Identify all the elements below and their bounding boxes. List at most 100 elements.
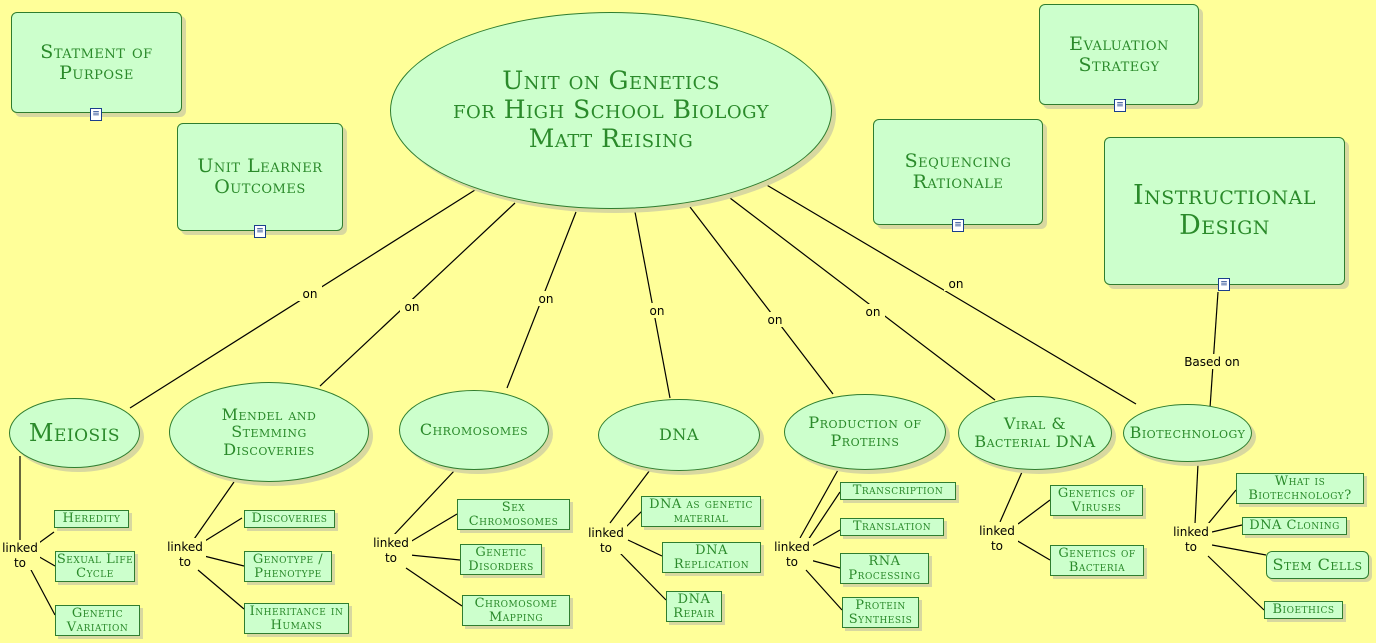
- link-label-on-mendel: on: [405, 300, 420, 314]
- link-label-to-meiosis: to: [14, 556, 26, 570]
- leaf-dna-repair[interactable]: DNA Repair: [666, 591, 722, 622]
- leaf-dna-as-genetic-material-label: DNA as genetic material: [649, 496, 753, 526]
- leaf-bioethics-label: Bioethics: [1272, 602, 1335, 618]
- leaf-inheritance-in-humans-label: Inheritance in Humans: [249, 603, 344, 633]
- link-label-linked-meiosis: linked: [2, 541, 38, 555]
- leaf-dna-replication[interactable]: DNA Replication: [662, 542, 761, 573]
- leaf-dna-repair-label: DNA Repair: [673, 591, 715, 621]
- topic-mendel-label: Mendel and Stemming Discoveries: [221, 404, 317, 459]
- link-label-to-dna: to: [600, 541, 612, 555]
- leaf-translation-label: Translation: [852, 519, 932, 535]
- evaluation-strategy-label: Evaluation Strategy: [1069, 32, 1169, 76]
- link-label-to-mendel: to: [179, 555, 191, 569]
- topic-biotechnology[interactable]: Biotechnology: [1123, 404, 1252, 462]
- leaf-genetic-variation-label: Genetic Variation: [66, 605, 129, 635]
- leaf-discoveries[interactable]: Discoveries: [244, 510, 335, 528]
- leaf-sex-chromosomes-label: Sex Chromosomes: [468, 499, 559, 529]
- leaf-chromosome-mapping[interactable]: Chromosome Mapping: [462, 595, 570, 626]
- leaf-heredity[interactable]: Heredity: [54, 510, 129, 528]
- sequencing-rationale-label: Sequencing Rationale: [904, 150, 1012, 193]
- leaf-genetics-of-viruses-label: Genetics of Viruses: [1057, 485, 1136, 515]
- link-label-to-biotech: to: [1185, 540, 1197, 554]
- unit-learner-outcomes-label: Unit Learner Outcomes: [197, 155, 323, 198]
- document-icon[interactable]: ≡: [952, 219, 964, 232]
- instructional-design-node[interactable]: Instructional Design: [1104, 137, 1345, 285]
- link-label-linked-viral: linked: [979, 524, 1015, 538]
- document-icon[interactable]: ≡: [90, 108, 102, 121]
- link-label-based-on: Based on: [1184, 355, 1240, 369]
- link-label-on-dna: on: [650, 304, 665, 318]
- leaf-genetic-disorders[interactable]: Genetic Disorders: [460, 544, 542, 575]
- document-icon[interactable]: ≡: [254, 225, 266, 238]
- leaf-protein-synthesis-label: Protein Synthesis: [848, 597, 913, 627]
- leaf-genetics-of-bacteria[interactable]: Genetics of Bacteria: [1050, 545, 1144, 576]
- main-title-node[interactable]: Unit on Genetics for High School Biology…: [390, 12, 832, 209]
- link-label-on-production: on: [768, 313, 783, 327]
- topic-biotechnology-label: Biotechnology: [1129, 423, 1246, 443]
- link-label-linked-dna: linked: [588, 526, 624, 540]
- leaf-inheritance-in-humans[interactable]: Inheritance in Humans: [244, 603, 349, 634]
- topic-viral-label: Viral & Bacterial DNA: [974, 414, 1096, 451]
- topic-dna[interactable]: DNA: [598, 399, 760, 471]
- leaf-bioethics[interactable]: Bioethics: [1264, 601, 1343, 619]
- leaf-transcription-label: Transcription: [852, 483, 944, 499]
- topic-production-label: Production of Proteins: [808, 413, 922, 450]
- leaf-what-is-biotechnology-label: What is Biotechnology?: [1248, 473, 1352, 503]
- statement-of-purpose-node[interactable]: Statment of Purpose: [11, 12, 182, 113]
- leaf-genotype-phenotype-label: Genotype / Phenotype: [252, 551, 324, 581]
- document-icon[interactable]: ≡: [1218, 278, 1230, 291]
- statement-of-purpose-label: Statment of Purpose: [40, 40, 153, 84]
- link-label-linked-mendel: linked: [167, 540, 203, 554]
- leaf-dna-cloning[interactable]: DNA Cloning: [1242, 517, 1347, 535]
- topic-chromosomes-label: Chromosomes: [419, 420, 529, 440]
- link-label-linked-production: linked: [774, 540, 810, 554]
- link-label-on-meiosis: on: [303, 287, 318, 301]
- link-label-on-chromosomes: on: [539, 292, 554, 306]
- link-label-linked-biotech: linked: [1173, 525, 1209, 539]
- leaf-genetic-variation[interactable]: Genetic Variation: [55, 605, 140, 636]
- evaluation-strategy-node[interactable]: Evaluation Strategy: [1039, 4, 1199, 105]
- leaf-rna-processing[interactable]: RNA Processing: [840, 553, 929, 584]
- title-line-2: for High School Biology: [452, 95, 770, 125]
- leaf-dna-replication-label: DNA Replication: [673, 542, 750, 572]
- leaf-genetics-of-bacteria-label: Genetics of Bacteria: [1058, 545, 1136, 575]
- topic-production[interactable]: Production of Proteins: [784, 394, 946, 470]
- link-label-to-production: to: [786, 555, 798, 569]
- leaf-genetics-of-viruses[interactable]: Genetics of Viruses: [1050, 485, 1143, 516]
- leaf-discoveries-label: Discoveries: [251, 511, 328, 527]
- leaf-dna-cloning-label: DNA Cloning: [1249, 518, 1340, 534]
- leaf-stem-cells-label: Stem Cells: [1272, 554, 1363, 574]
- topic-chromosomes[interactable]: Chromosomes: [399, 390, 549, 470]
- leaf-heredity-label: Heredity: [62, 511, 121, 527]
- link-label-on-viral: on: [866, 305, 881, 319]
- topic-dna-label: DNA: [659, 425, 699, 445]
- unit-learner-outcomes-node[interactable]: Unit Learner Outcomes: [177, 123, 343, 231]
- leaf-rna-processing-label: RNA Processing: [848, 553, 921, 583]
- leaf-sexual-life-cycle[interactable]: Sexual Life Cycle: [55, 551, 135, 582]
- sequencing-rationale-node[interactable]: Sequencing Rationale: [873, 119, 1043, 225]
- leaf-chromosome-mapping-label: Chromosome Mapping: [474, 595, 558, 625]
- leaf-sexual-life-cycle-label: Sexual Life Cycle: [56, 551, 134, 581]
- document-icon[interactable]: ≡: [1114, 99, 1126, 112]
- link-label-to-viral: to: [991, 539, 1003, 553]
- leaf-transcription[interactable]: Transcription: [840, 482, 956, 500]
- leaf-genetic-disorders-label: Genetic Disorders: [468, 544, 534, 574]
- leaf-sex-chromosomes[interactable]: Sex Chromosomes: [457, 499, 570, 530]
- title-line-3: Matt Reising: [528, 123, 694, 153]
- instructional-design-label: Instructional Design: [1132, 180, 1317, 241]
- link-label-on-biotech: on: [949, 277, 964, 291]
- link-label-linked-chromosomes: linked: [373, 536, 409, 550]
- leaf-translation[interactable]: Translation: [840, 518, 944, 536]
- topic-viral[interactable]: Viral & Bacterial DNA: [958, 396, 1112, 470]
- leaf-protein-synthesis[interactable]: Protein Synthesis: [842, 597, 919, 628]
- topic-mendel[interactable]: Mendel and Stemming Discoveries: [169, 382, 369, 482]
- topic-meiosis[interactable]: Meiosis: [9, 398, 140, 468]
- leaf-genotype-phenotype[interactable]: Genotype / Phenotype: [244, 551, 332, 582]
- leaf-stem-cells[interactable]: Stem Cells: [1266, 551, 1369, 579]
- topic-meiosis-label: Meiosis: [28, 418, 121, 447]
- link-label-to-chromosomes: to: [385, 551, 397, 565]
- title-line-1: Unit on Genetics: [502, 66, 720, 96]
- leaf-what-is-biotechnology[interactable]: What is Biotechnology?: [1236, 473, 1364, 504]
- leaf-dna-as-genetic-material[interactable]: DNA as genetic material: [641, 496, 761, 527]
